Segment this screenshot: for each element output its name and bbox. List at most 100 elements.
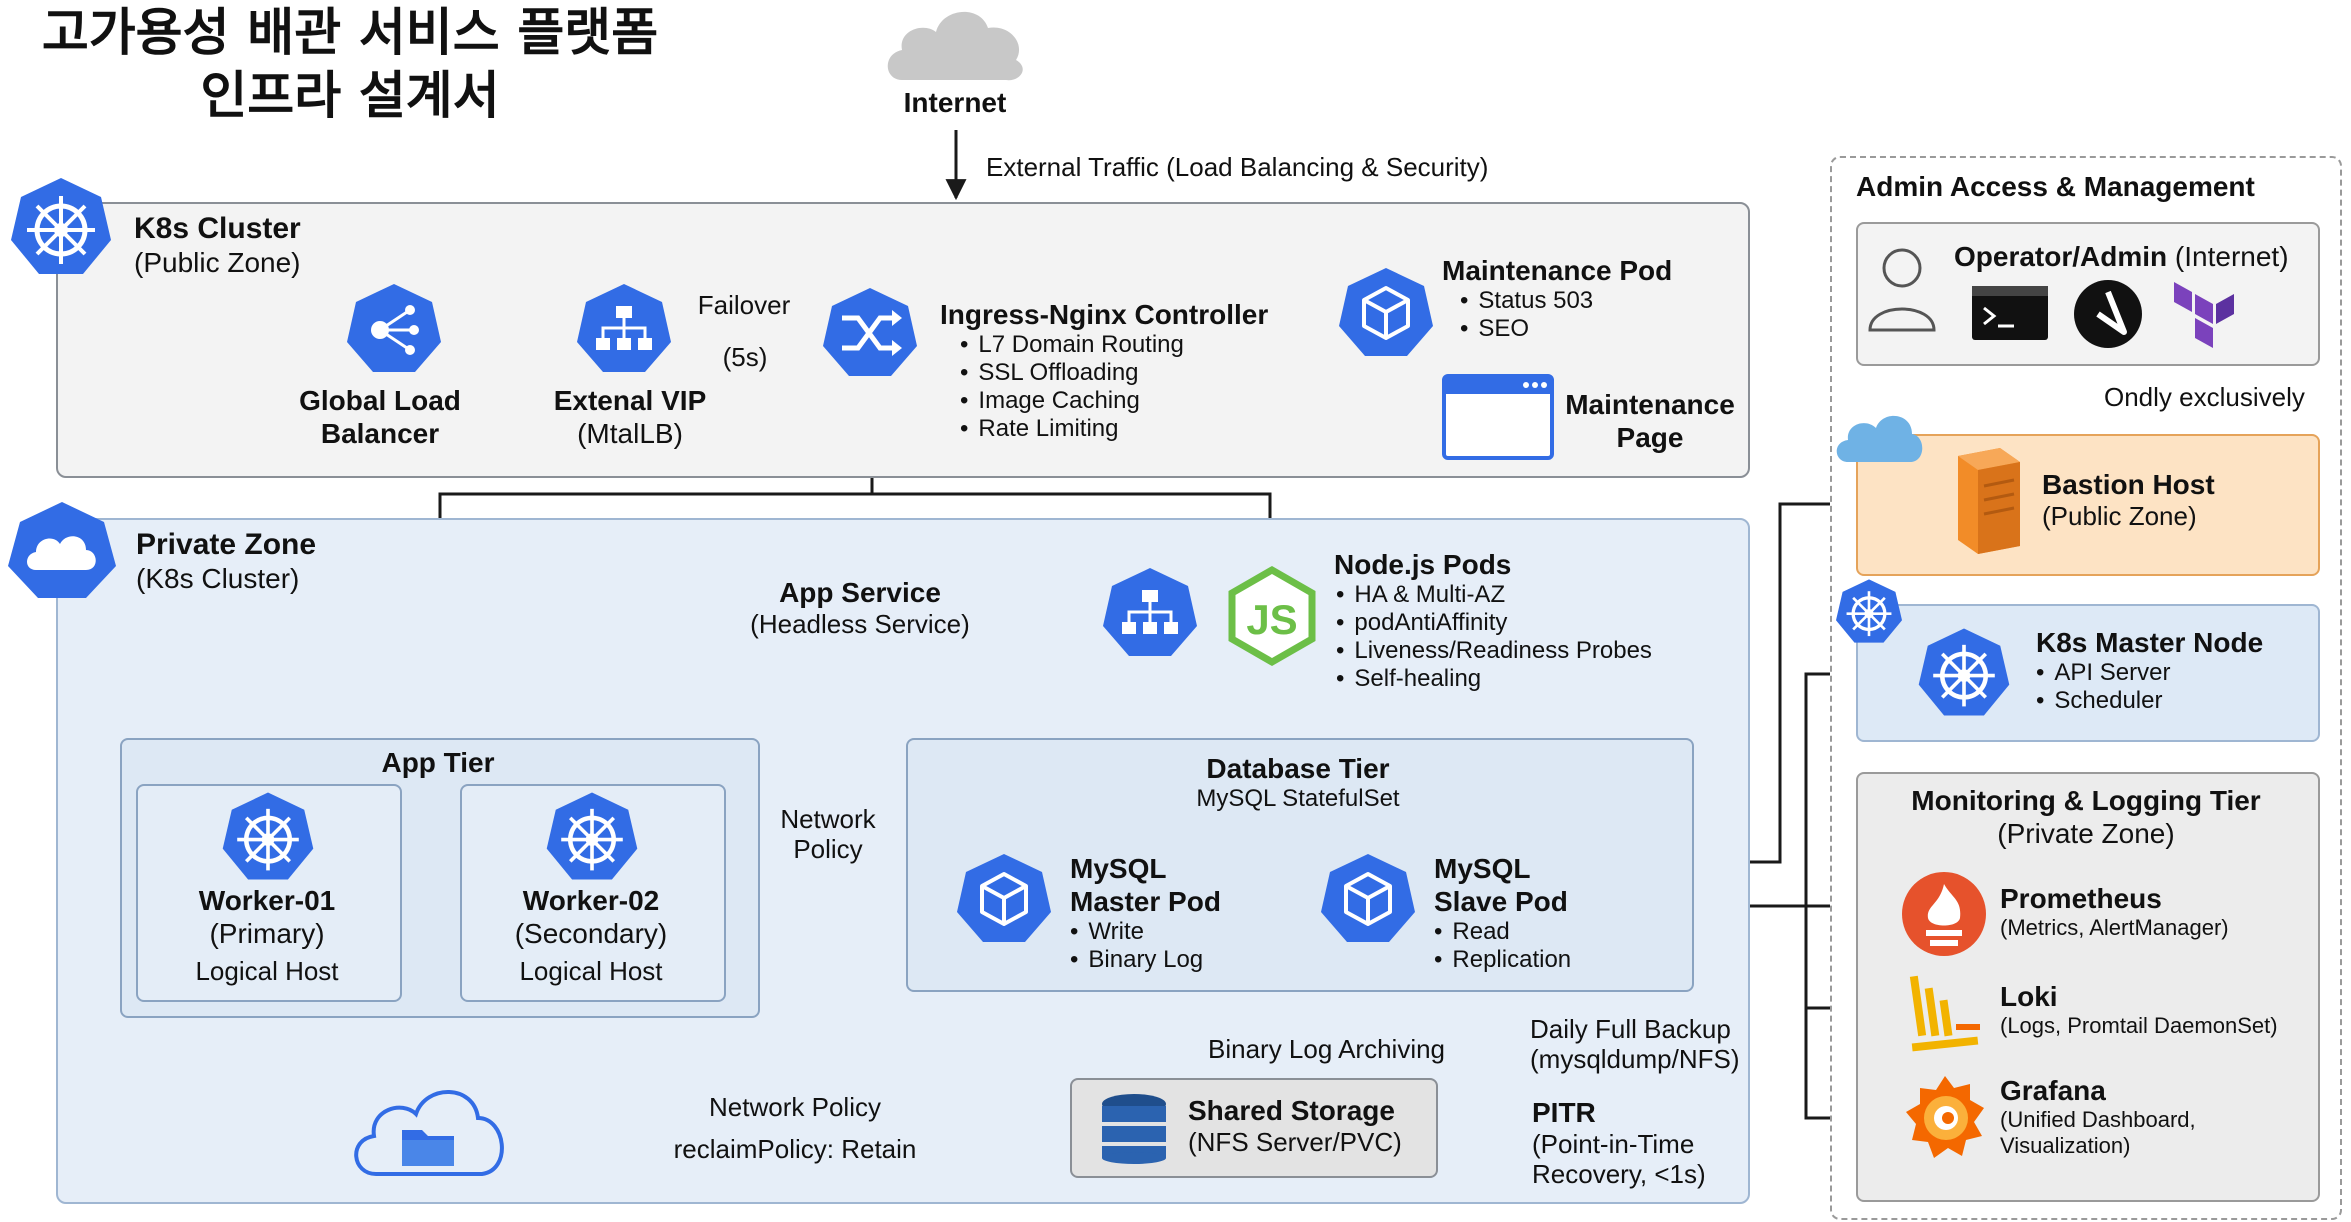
operator-title: Operator/Admin [1954, 241, 2168, 272]
bastion-host-label: Bastion Host (Public Zone) [2042, 468, 2215, 531]
kubernetes-icon [11, 178, 111, 274]
mysql-slave-item: Replication [1434, 946, 1571, 974]
shuffle-icon [823, 288, 917, 376]
network-policy-line-1: Network [780, 804, 876, 834]
only-exclusively-label: Ondly exclusively [2104, 382, 2305, 412]
mysql-master-list: Write Binary Log [1070, 918, 1221, 974]
vip-subtitle: (MtalLB) [577, 418, 683, 449]
worker-role: (Primary) [209, 918, 325, 949]
ingress-feature: SSL Offloading [960, 359, 1268, 387]
private-zone-title: Private Zone [136, 528, 317, 561]
daily-backup-line-1: Daily Full Backup [1530, 1014, 1731, 1044]
shared-storage-subtitle: (NFS Server/PVC) [1188, 1127, 1402, 1157]
nodejs-pods-block: Node.js Pods HA & Multi-AZ podAntiAffini… [1334, 548, 1652, 693]
prometheus-desc: (Metrics, AlertManager) [2000, 915, 2229, 940]
cloud-icon [8, 502, 116, 598]
app-service-label: App Service (Headless Service) [740, 576, 980, 639]
failover-time: (5s) [722, 342, 768, 372]
nodejs-feature: HA & Multi-AZ [1336, 581, 1652, 609]
loki-title: Loki [2000, 981, 2058, 1012]
terraform-icon [2174, 282, 2234, 348]
prometheus-title: Prometheus [2000, 883, 2162, 914]
maintenance-pod-title: Maintenance Pod [1442, 255, 1673, 286]
kubernetes-icon [1836, 579, 1902, 643]
monitoring-tier-subtitle: (Private Zone) [1997, 818, 2175, 849]
svg-text:JS: JS [1246, 596, 1297, 643]
browser-window-icon [1442, 374, 1554, 460]
k8s-master-label: K8s Master Node API Server Scheduler [2036, 626, 2263, 715]
worker-name: Worker-02 [522, 885, 660, 916]
k8s-master-title: K8s Master Node [2036, 627, 2264, 658]
admin-panel-title: Admin Access & Management [1856, 171, 2255, 202]
k8s-master-item: Scheduler [2036, 687, 2263, 715]
app-tier-title: App Tier [381, 747, 495, 778]
nodejs-icon: JS [1228, 565, 1316, 667]
kubernetes-icon [546, 792, 638, 880]
app-service-title: App Service [779, 577, 941, 608]
mysql-slave-line-2: Slave Pod [1434, 886, 1568, 917]
cloud-icon [1836, 415, 1923, 462]
database-icon [1102, 1094, 1166, 1164]
monitoring-tier-heading: Monitoring & Logging Tier (Private Zone) [1856, 784, 2316, 850]
worker-01-label: Worker-01 (Primary) Logical Host [136, 884, 398, 986]
network-policy-2-label: Network Policy [709, 1092, 881, 1122]
cube-icon [957, 854, 1051, 942]
glb-line-2: Balancer [320, 418, 440, 449]
external-vip-label: Extenal VIP (MtalLB) [520, 384, 740, 450]
load-balancer-icon [347, 284, 441, 372]
maintenance-pod-block: Maintenance Pod Status 503 SEO [1442, 254, 1672, 343]
title-line-1: 고가용성 배관 서비스 플랫폼 [41, 4, 659, 63]
title-line-2: 인프라 설계서 [200, 67, 500, 127]
k8s-cluster-subtitle: (Public Zone) [134, 247, 301, 278]
cube-icon [1321, 854, 1415, 942]
bastion-host-subtitle: (Public Zone) [2042, 501, 2197, 531]
nodejs-feature: Self-healing [1336, 665, 1652, 693]
maintenance-pod-list: Status 503 SEO [1460, 287, 1672, 343]
daily-backup-line-2: (mysqldump/NFS) [1530, 1044, 1740, 1074]
kubernetes-icon [1918, 628, 2010, 716]
network-hierarchy-icon [577, 284, 671, 372]
database-tier-subtitle: MySQL StatefulSet [1196, 785, 1400, 812]
shared-storage-title: Shared Storage [1188, 1095, 1395, 1126]
maintenance-pod-item: Status 503 [1460, 287, 1672, 315]
pitr-label: PITR (Point-in-Time Recovery, <1s) [1532, 1096, 1706, 1189]
global-load-balancer-label: Global Load Balancer [280, 384, 480, 450]
database-tier-title: Database Tier [1206, 753, 1390, 784]
ingress-nginx-block: Ingress-Nginx Controller L7 Domain Routi… [940, 298, 1268, 443]
network-policy-label: Network Policy [760, 804, 896, 864]
nodejs-feature: podAntiAffinity [1336, 609, 1652, 637]
mysql-master-item: Binary Log [1070, 946, 1221, 974]
user-icon [1868, 248, 1936, 332]
cube-icon [1339, 268, 1433, 356]
operator-location: (Internet) [2167, 241, 2289, 272]
kubernetes-icon [222, 792, 314, 880]
bastion-host-title: Bastion Host [2042, 469, 2215, 500]
private-zone-subtitle: (K8s Cluster) [136, 563, 300, 594]
ingress-feature-list: L7 Domain Routing SSL Offloading Image C… [960, 331, 1268, 443]
vip-title: Extenal VIP [553, 385, 707, 416]
reclaim-policy-label: reclaimPolicy: Retain [673, 1134, 917, 1164]
ingress-feature: L7 Domain Routing [960, 331, 1268, 359]
internet-label: Internet [903, 87, 1007, 118]
worker-02-label: Worker-02 (Secondary) Logical Host [460, 884, 722, 986]
grafana-title: Grafana [2000, 1075, 2106, 1106]
server-icon [1958, 448, 2020, 554]
mysql-master-item: Write [1070, 918, 1221, 946]
prometheus-icon [1902, 872, 1986, 956]
k8s-cluster-title: K8s Cluster [134, 212, 301, 245]
pitr-title: PITR [1532, 1097, 1596, 1128]
maintenance-page-line-1: Maintenance [1565, 389, 1735, 420]
document-title: 고가용성 배관 서비스 플랫폼 인프라 설계서 [10, 2, 690, 128]
mysql-master-block: MySQL Master Pod Write Binary Log [1070, 852, 1221, 974]
failover-label: Failover [697, 290, 791, 320]
maintenance-page-line-2: Page [1616, 422, 1684, 453]
grafana-desc-line-2: Visualization) [2000, 1133, 2131, 1158]
maintenance-page-label: Maintenance Page [1560, 388, 1740, 454]
mysql-master-line-2: Master Pod [1070, 886, 1221, 917]
k8s-master-list: API Server Scheduler [2036, 659, 2263, 715]
pitr-line-2: Recovery, <1s) [1532, 1159, 1706, 1189]
ingress-feature: Rate Limiting [960, 415, 1268, 443]
bastion-host-box [1856, 434, 2320, 576]
grafana-desc-line-1: (Unified Dashboard, [2000, 1107, 2196, 1132]
k8s-cluster-heading: K8s Cluster (Public Zone) [134, 212, 301, 279]
